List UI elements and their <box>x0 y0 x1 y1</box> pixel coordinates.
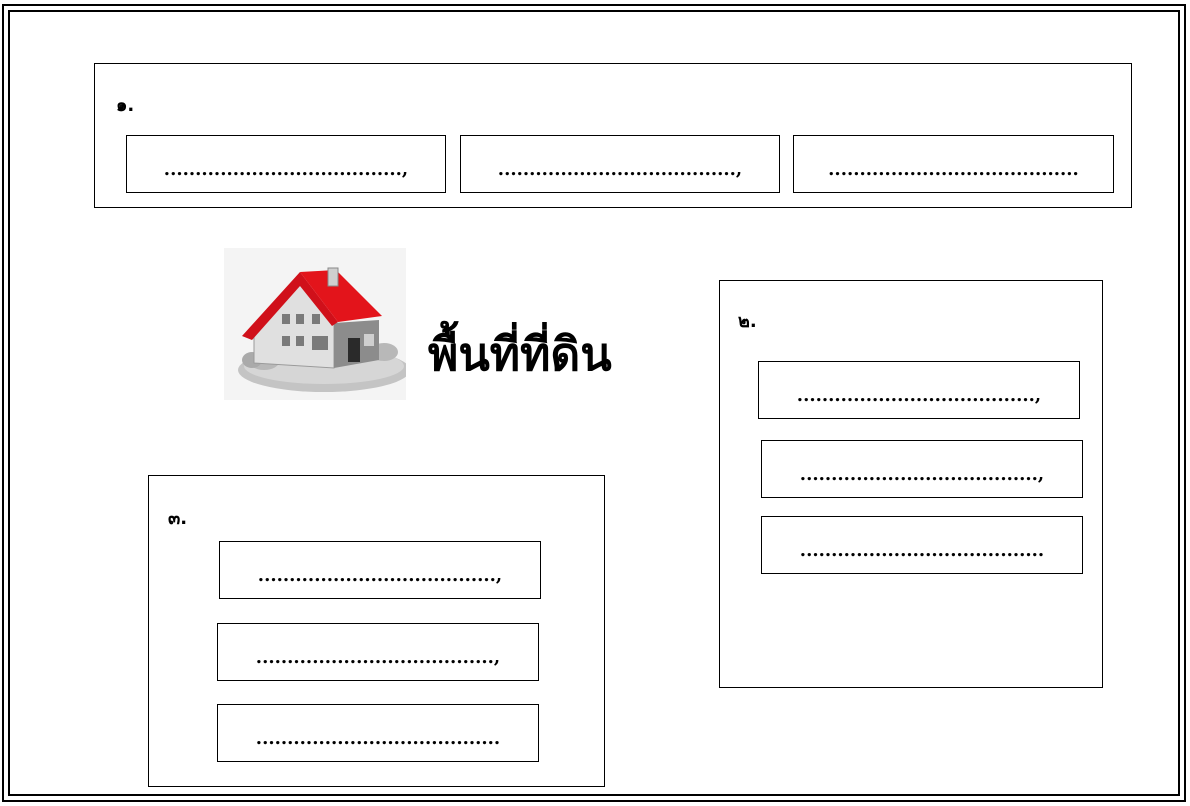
section-1-blank-2[interactable]: ......................................, <box>460 135 780 193</box>
section-1-number: ๑. <box>116 95 135 116</box>
section-2-blank-2[interactable]: ......................................, <box>761 440 1083 498</box>
section-2-blank-3[interactable]: ....................................... <box>761 516 1083 574</box>
section-3-blank-2[interactable]: ......................................, <box>217 623 539 681</box>
section-3-blank-1[interactable]: ......................................, <box>219 541 541 599</box>
section-2-blank-1[interactable]: ......................................, <box>758 361 1080 419</box>
outer-border <box>2 4 1186 802</box>
section-3-blank-3[interactable]: ....................................... <box>217 704 539 762</box>
house-icon <box>224 248 410 400</box>
section-1-blank-1[interactable]: ......................................, <box>126 135 446 193</box>
page-title: พื้นที่ที่ดิน <box>428 327 612 381</box>
inner-border <box>8 10 1180 796</box>
section-3-number: ๓. <box>168 508 188 529</box>
section-2-number: ๒. <box>738 311 757 332</box>
section-1-blank-3[interactable]: ........................................ <box>793 135 1114 193</box>
